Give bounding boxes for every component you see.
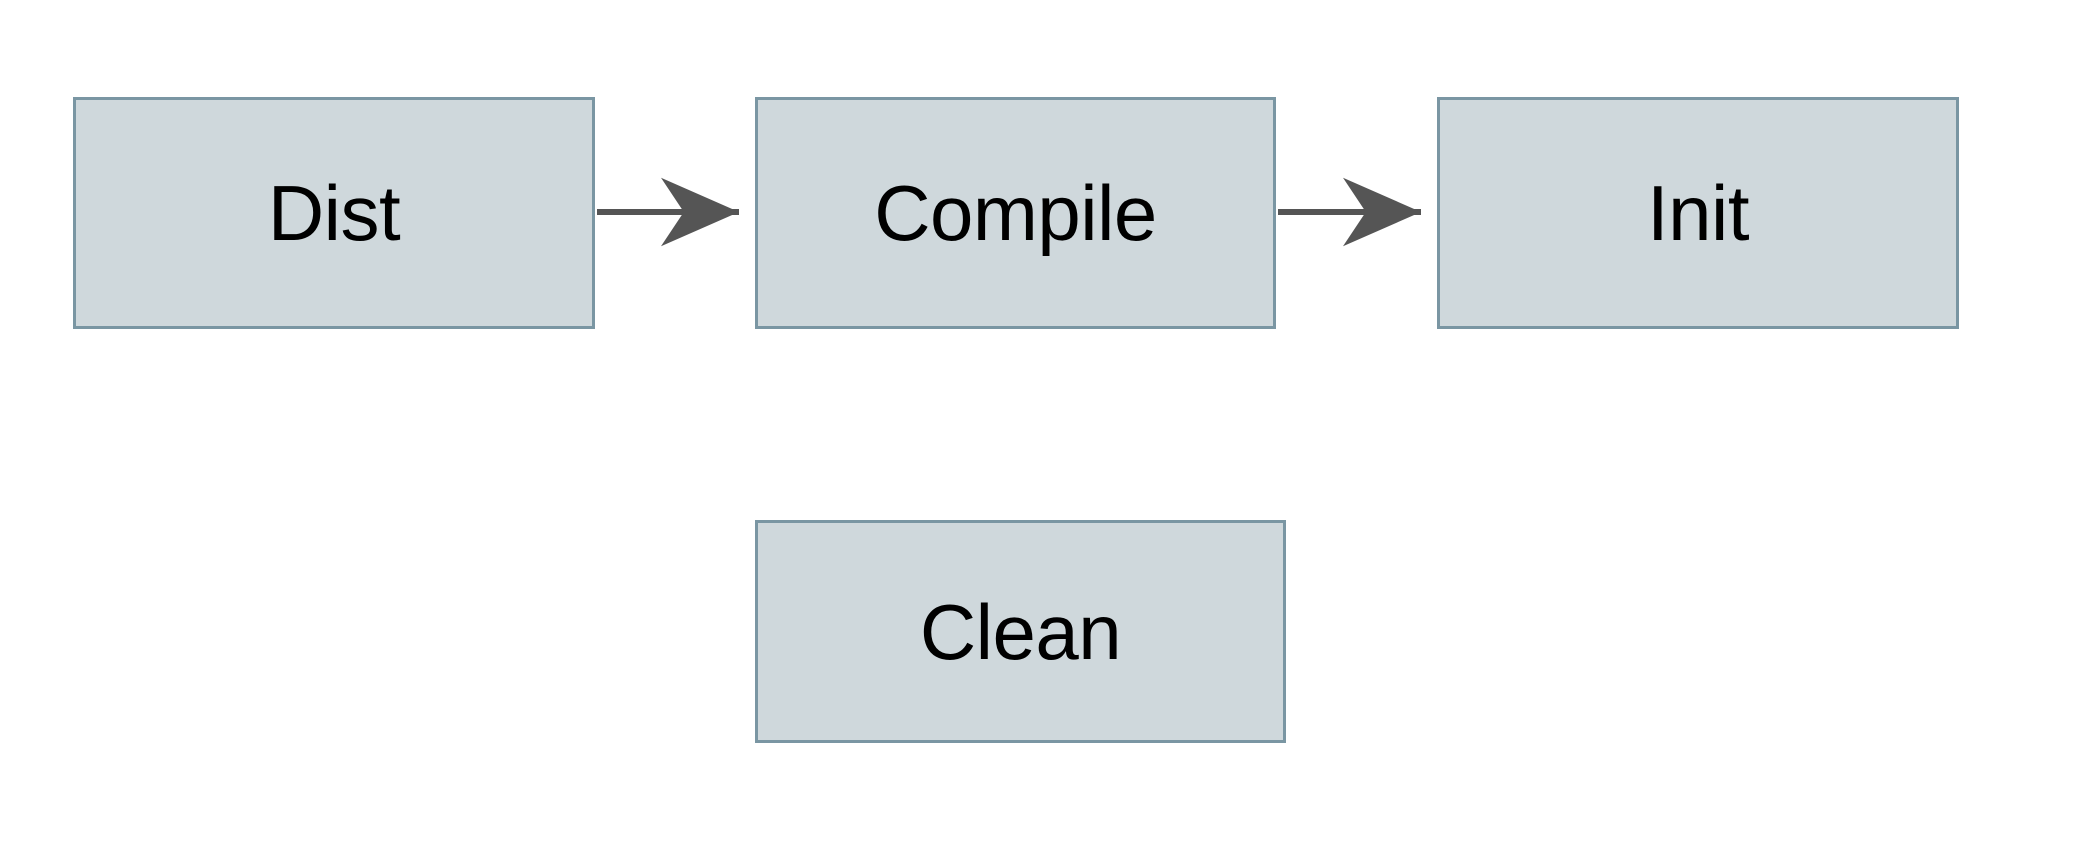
- node-init-label: Init: [1646, 169, 1750, 257]
- node-init[interactable]: Init: [1437, 97, 1959, 329]
- node-compile[interactable]: Compile: [755, 97, 1276, 329]
- edge-compile-to-init-hitbox[interactable]: [1278, 196, 1437, 228]
- node-dist[interactable]: Dist: [73, 97, 595, 329]
- node-clean[interactable]: Clean: [755, 520, 1286, 743]
- node-clean-label: Clean: [919, 587, 1122, 676]
- edge-dist-to-compile-hitbox[interactable]: [597, 196, 755, 228]
- node-dist-label: Dist: [267, 169, 401, 257]
- node-compile-label: Compile: [874, 169, 1157, 257]
